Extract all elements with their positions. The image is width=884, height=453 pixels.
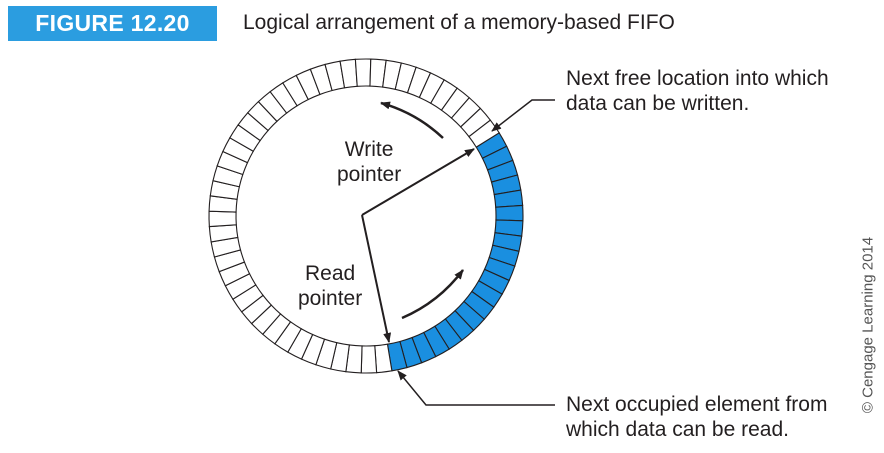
next-free-location-callout: Next free location into which data can b… (566, 67, 829, 115)
read-pointer-arrow (361, 214, 392, 343)
copyright-notice: © Cengage Learning 2014 (859, 236, 877, 414)
read-direction-arrow (401, 269, 465, 320)
figure-title: Logical arrangement of a memory-based FI… (243, 11, 675, 34)
empty-slot (360, 345, 378, 374)
occupied-slot (495, 204, 524, 222)
empty-slot (354, 58, 372, 87)
next-occupied-element-callout: Next occupied element from which data ca… (566, 393, 828, 441)
next-free-leader-line (491, 99, 555, 132)
figure-number-badge: FIGURE 12.20 (8, 6, 217, 41)
circular-buffer-ring (208, 58, 524, 374)
write-direction-arrow (380, 101, 444, 139)
write-pointer-label: Write pointer (337, 138, 402, 186)
next-occupied-leader-line (397, 370, 555, 406)
write-pointer-arrow (361, 148, 475, 216)
read-pointer-label: Read pointer (298, 262, 363, 310)
empty-slot (208, 210, 237, 228)
